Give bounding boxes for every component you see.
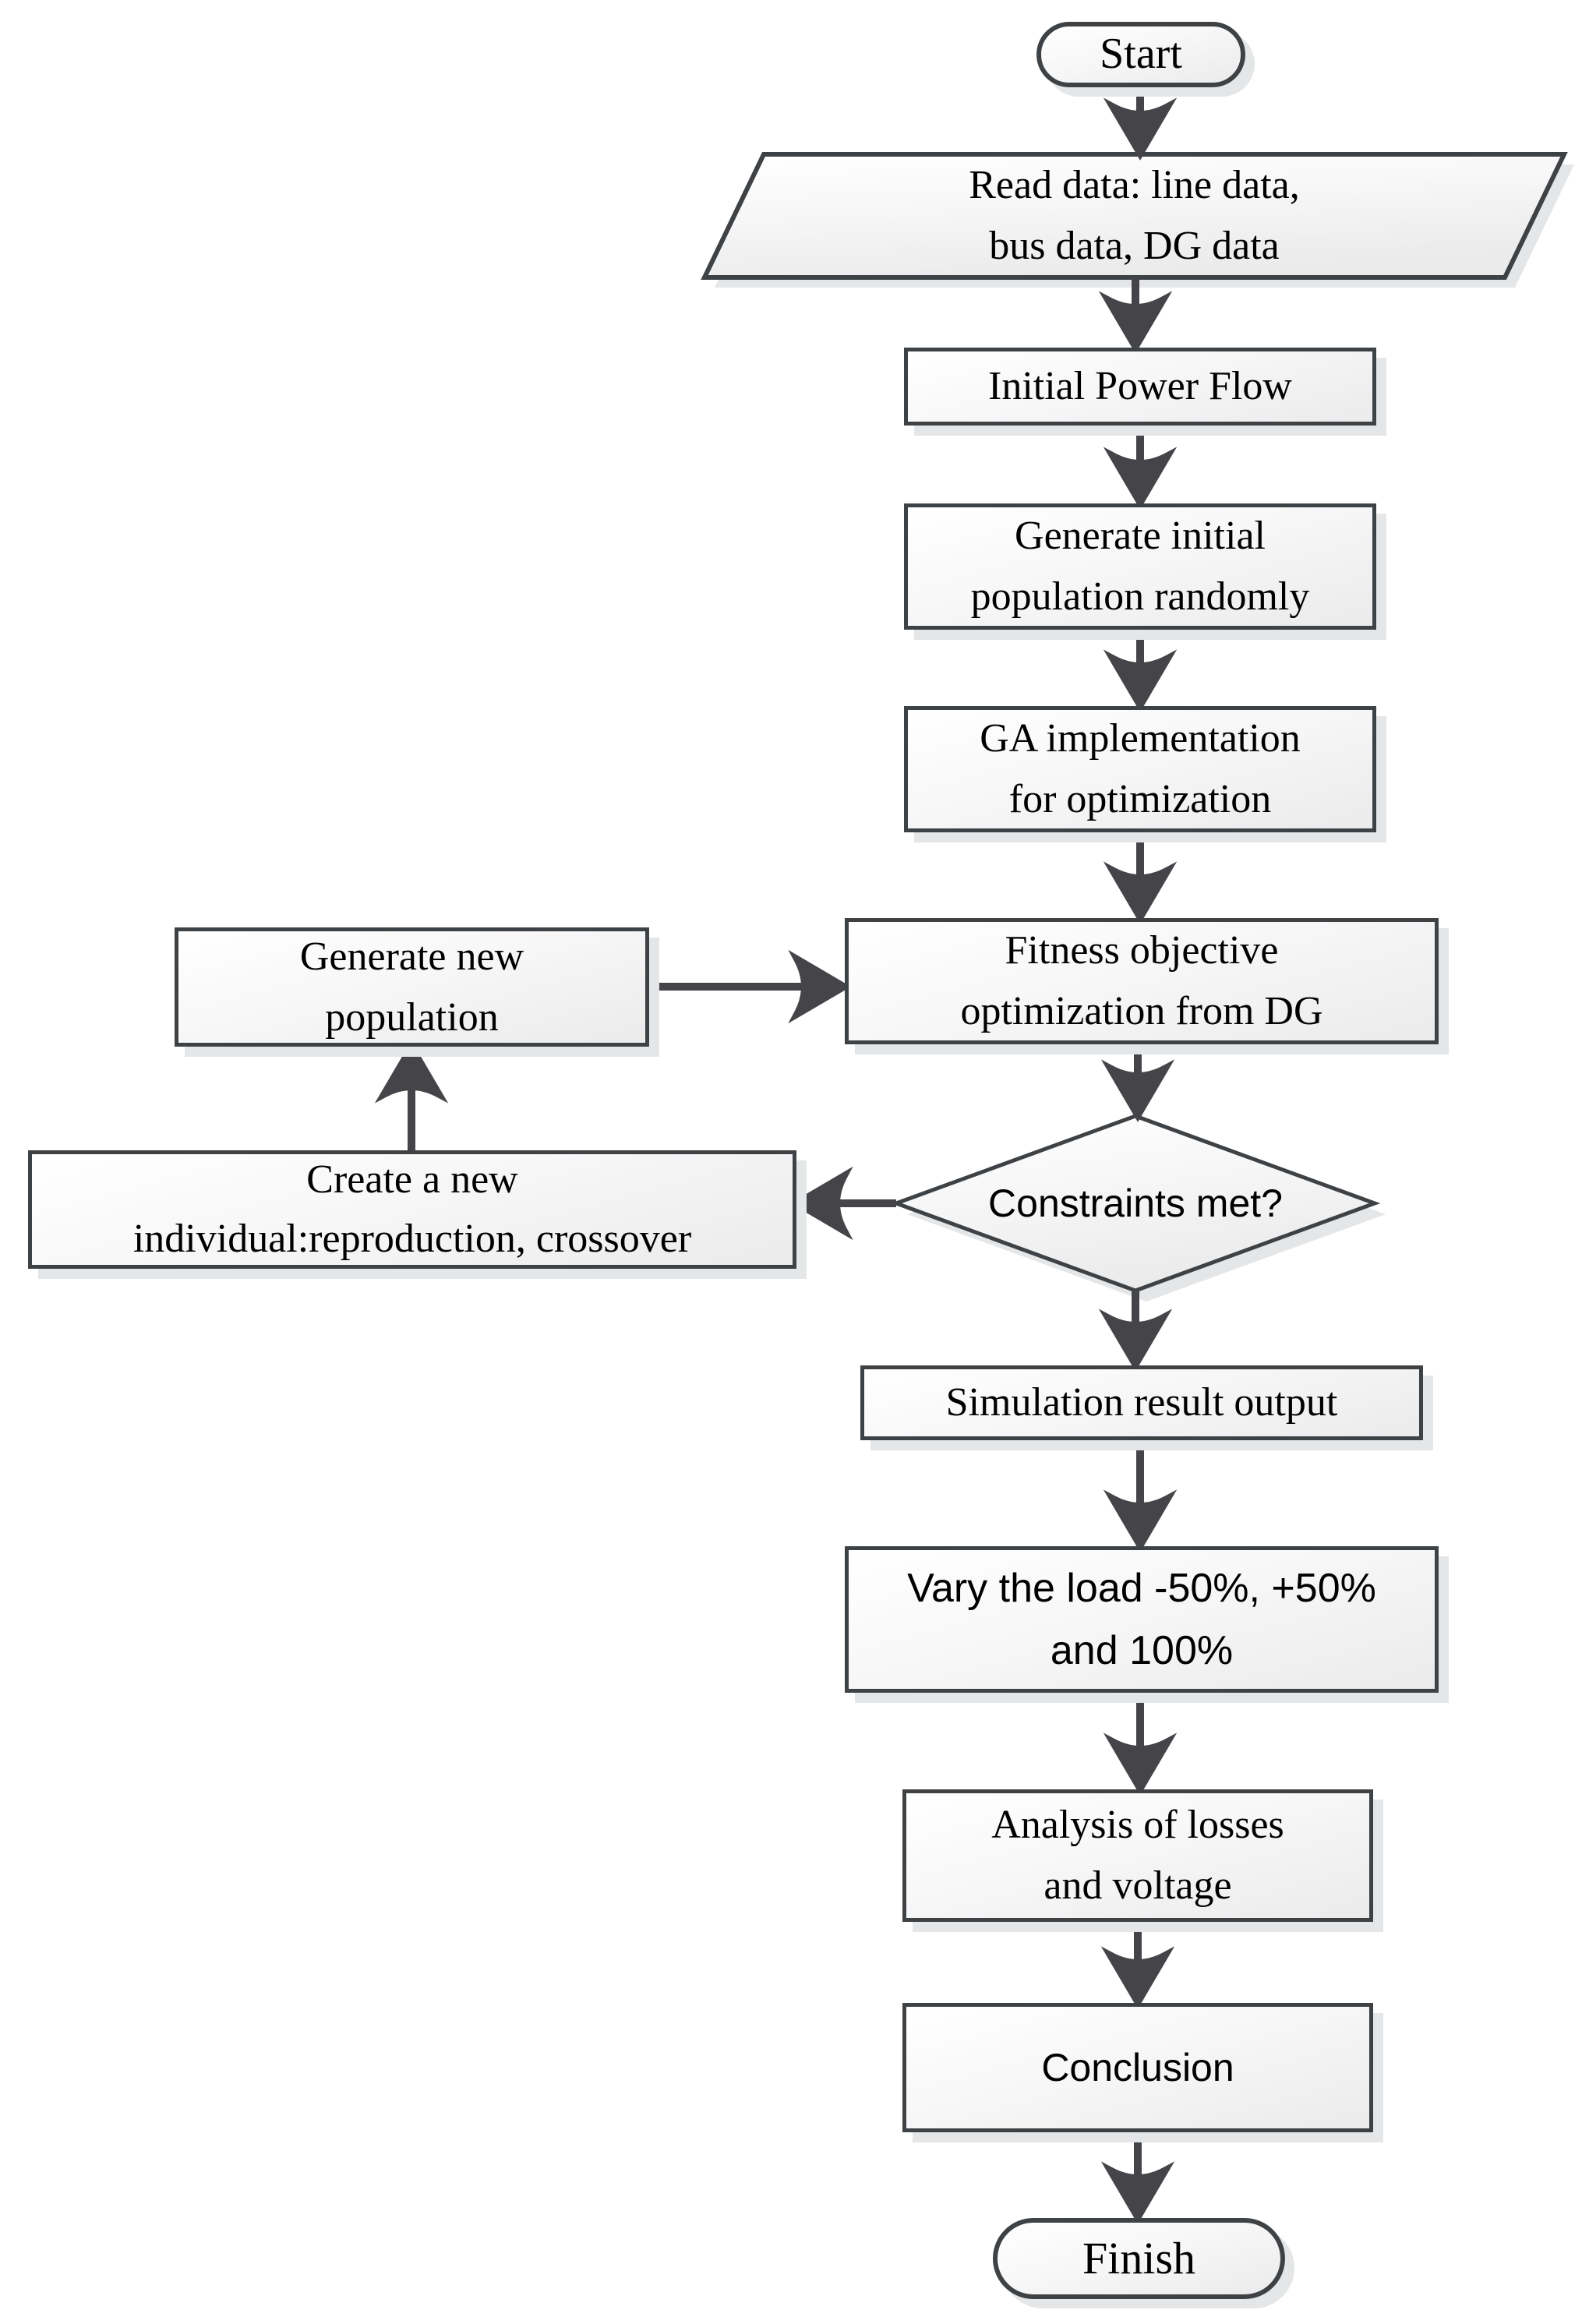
node-create-new-individual-label: Create a new individual:reproduction, cr… <box>132 1157 692 1261</box>
arrow-conclusion-to-finish <box>1111 2132 1164 2216</box>
node-simulation-result-output-label: Simulation result output <box>945 1380 1338 1425</box>
node-conclusion-label: Conclusion <box>1041 2045 1234 2089</box>
arrow-create-new-to-generate-new <box>385 1048 438 1150</box>
arrow-decision-to-create-new <box>798 1177 896 1230</box>
node-fitness-objective-label: Fitness objective optimization from DG <box>960 928 1323 1033</box>
read-data-parallelogram-shape <box>701 152 1568 280</box>
node-constraints-met-label: Constraints met? <box>988 1181 1283 1225</box>
node-read-data: Read data: line data, bus data, DG data <box>704 154 1564 277</box>
arrow-generate-new-to-fitness <box>649 960 843 1013</box>
node-ga-implementation-label: GA implementation for optimization <box>980 716 1301 821</box>
node-read-data-label: Read data: line data, bus data, DG data <box>969 163 1300 268</box>
node-start: Start <box>1036 22 1245 87</box>
arrow-decision-to-simulation <box>1109 1291 1162 1364</box>
node-ga-implementation: GA implementation for optimization <box>904 706 1376 832</box>
node-generate-initial-population-label: Generate initial population randomly <box>970 514 1310 619</box>
node-finish: Finish <box>993 2218 1285 2299</box>
node-vary-the-load-label: Vary the load -50%, +50% and 100% <box>907 1566 1376 1673</box>
node-constraints-met: Constraints met? <box>896 1116 1375 1291</box>
arrow-read-data-to-initial-power-flow <box>1109 277 1162 346</box>
node-generate-initial-population: Generate initial population randomly <box>904 503 1376 630</box>
node-generate-new-population-label: Generate new population <box>299 934 524 1040</box>
arrow-generate-initial-to-ga <box>1114 630 1167 705</box>
node-initial-power-flow: Initial Power Flow <box>904 348 1376 426</box>
arrow-simulation-to-vary-load <box>1114 1440 1167 1545</box>
node-initial-power-flow-label: Initial Power Flow <box>988 364 1292 409</box>
node-create-new-individual: Create a new individual:reproduction, cr… <box>28 1150 796 1269</box>
node-simulation-result-output: Simulation result output <box>860 1365 1423 1440</box>
node-start-label: Start <box>1100 30 1182 79</box>
arrow-initial-power-flow-to-generate-initial <box>1114 426 1167 502</box>
arrow-analysis-to-conclusion <box>1111 1922 1164 2001</box>
node-conclusion: Conclusion <box>902 2003 1373 2132</box>
node-generate-new-population: Generate new population <box>175 927 649 1047</box>
arrow-vary-load-to-analysis <box>1114 1693 1167 1788</box>
node-analysis-losses-voltage: Analysis of losses and voltage <box>902 1789 1373 1922</box>
node-fitness-objective: Fitness objective optimization from DG <box>845 918 1439 1044</box>
arrow-ga-to-fitness <box>1114 832 1167 917</box>
node-vary-the-load: Vary the load -50%, +50% and 100% <box>845 1546 1439 1693</box>
arrow-start-to-read-data <box>1114 86 1167 153</box>
node-analysis-losses-voltage-label: Analysis of losses and voltage <box>991 1803 1284 1908</box>
arrow-fitness-to-decision <box>1111 1044 1164 1114</box>
node-finish-label: Finish <box>1082 2232 1196 2283</box>
